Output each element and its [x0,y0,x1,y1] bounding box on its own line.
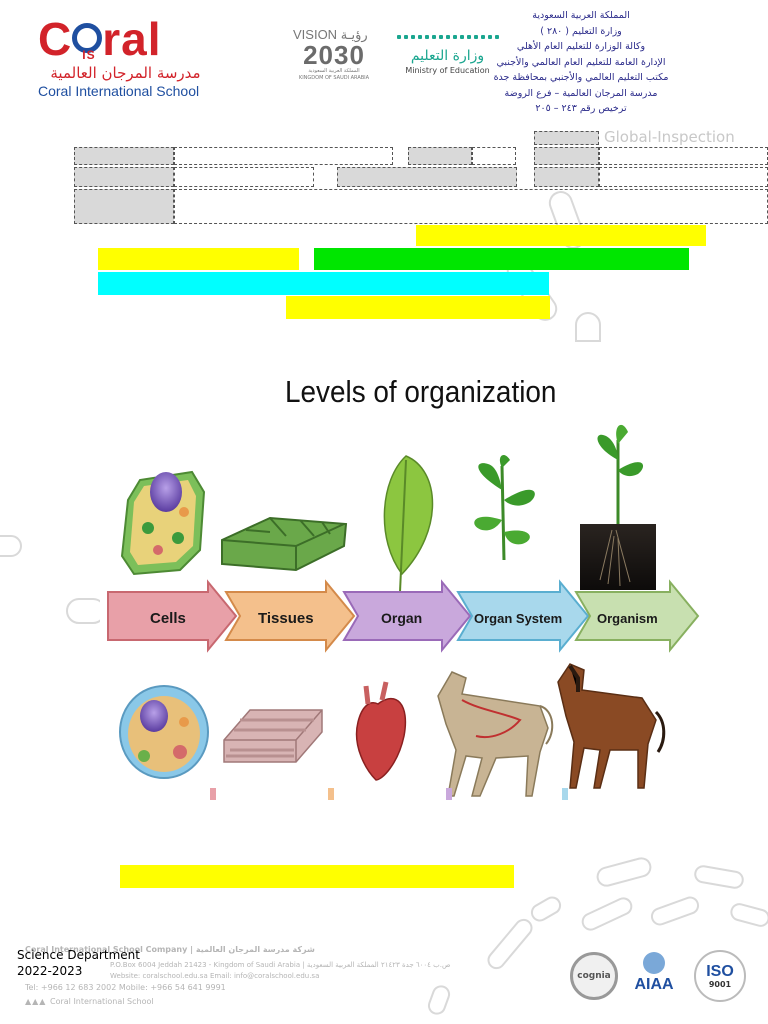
plant-shoot-icon [474,454,535,561]
highlight-bar [286,296,550,319]
stage-arrows [107,579,700,653]
stage-label-organ: Organ [381,610,422,626]
ministry-name-en: Ministry of Education [405,66,490,75]
animal-cell-icon [119,685,209,779]
name-label-cell [74,147,174,165]
decorative-pill [425,982,453,1018]
organ-system-arrow [456,579,590,653]
ministry-pattern-icon [390,27,505,47]
class-field[interactable] [472,147,516,165]
school-name-ar: مدرسة المرجان العالمية [50,64,201,82]
footer-brand: ▲▲▲ Coral International School [25,997,154,1006]
footer-company: Coral International School Company | شرك… [25,945,315,954]
subject-field[interactable] [174,167,314,187]
grade-label-cell [534,167,599,187]
official-line: وكالة الوزارة للتعليم العام الأهلي [516,41,646,52]
potted-plant-icon [580,424,656,590]
logo-letter-c: C [38,13,73,65]
footer-web: Website: coralschool.edu.sa Email: info@… [110,972,320,980]
subject-label-cell [74,167,174,187]
department-name: Science Department [17,948,140,962]
decorative-pill [692,863,746,891]
organ-arrow [342,579,472,653]
decorative-pill [648,893,702,929]
date-field[interactable] [599,147,768,165]
animal-tissue-icon [223,709,323,763]
heart-icon [355,681,407,781]
official-line: المملكة العربية السعودية [532,10,630,21]
logo-ring-icon: IS [72,23,103,62]
vision-2030-logo: VISION رؤيـة 2030 المملكة العربية السعود… [293,27,375,82]
figure-title: Levels of organization [285,374,557,409]
vision-year: 2030 [303,40,365,70]
highlight-bar [314,248,689,270]
stage-label-tissues: Tissues [258,610,314,627]
decorative-pill [527,893,565,925]
decorative-pill [483,915,537,973]
vision-label: VISION رؤيـة [293,27,368,42]
teacher-label-cell [337,167,517,187]
official-header-ar: المملكة العربية السعودية وزارة التعليم (… [466,8,696,117]
highlight-bar [416,225,706,246]
stage-label-cells: Cells [150,610,186,627]
academic-year: 2022-2023 [17,964,83,978]
ministry-logo: وزارة التعليم Ministry of Education [390,27,505,85]
info-faint-text: Global-Inspection [604,128,735,146]
date-label-cell [534,147,599,165]
official-line: مكتب التعليم العالمي والأجنبي بمحافظة جد… [493,72,669,83]
aiaa-badge: AIAA [628,952,680,1000]
horse-icon [557,663,666,789]
tissues-arrow [224,579,356,653]
official-line: وزارة التعليم ( ٢٨٠ ) [540,25,622,37]
decorative-pill [594,855,654,889]
stage-label-organism: Organism [597,611,658,626]
decorative-pill [575,312,601,342]
decorative-pill [0,535,22,557]
official-line: ترخيص رقم ٢٤٣ – ٢٠٥ [535,103,627,114]
school-name-en: Coral International School [38,83,200,99]
ministry-name-ar: وزارة التعليم [410,48,485,64]
plant-tissue-icon [221,516,348,572]
cells-arrow [107,579,238,653]
official-line: الإدارة العامة للتعليم العام العالمي وال… [496,56,666,68]
organism-arrow [574,579,700,653]
decorative-pill [728,901,768,929]
plant-cell-icon [120,470,206,576]
highlight-bar [98,248,299,270]
globe-icon [643,952,665,974]
topic-label-cell [74,189,174,224]
levels-of-organization-figure: Levels of organization [100,360,700,800]
highlight-bar [98,272,549,295]
footer-phone: Tel: +966 12 683 2002 Mobile: +966 54 64… [25,983,226,992]
decorative-pill [578,894,636,934]
stage-label-organ-system: Organ System [474,611,562,626]
iso-badge: ISO 9001 [694,950,746,1002]
cognia-badge: cognia [570,952,618,1000]
vision-sub-ar: المملكة العربية السعودية [308,68,360,74]
logo-letters: ral [102,13,162,65]
highlight-bar [120,865,514,888]
name-field[interactable] [174,147,393,165]
class-label-cell [408,147,472,165]
brand-triangles-icon: ▲▲▲ [25,997,50,1006]
grade-field[interactable] [599,167,768,187]
official-line: مدرسة المرجان العالمية – فرع الروضة [504,87,658,99]
info-label-cell [534,131,599,145]
vision-sub-en: KINGDOM OF SAUDI ARABIA [298,75,370,81]
figure-illustration: Cells Tissues Organ Organ System Organis… [107,424,700,800]
horse-organ-system-icon [437,671,554,797]
topic-field[interactable] [174,189,768,224]
footer-address: P.O.Box 6004 Jeddah 21423 - Kingdom of S… [110,961,451,969]
leaf-icon [383,455,434,593]
department-block: Science Department 2022-2023 [17,947,140,979]
